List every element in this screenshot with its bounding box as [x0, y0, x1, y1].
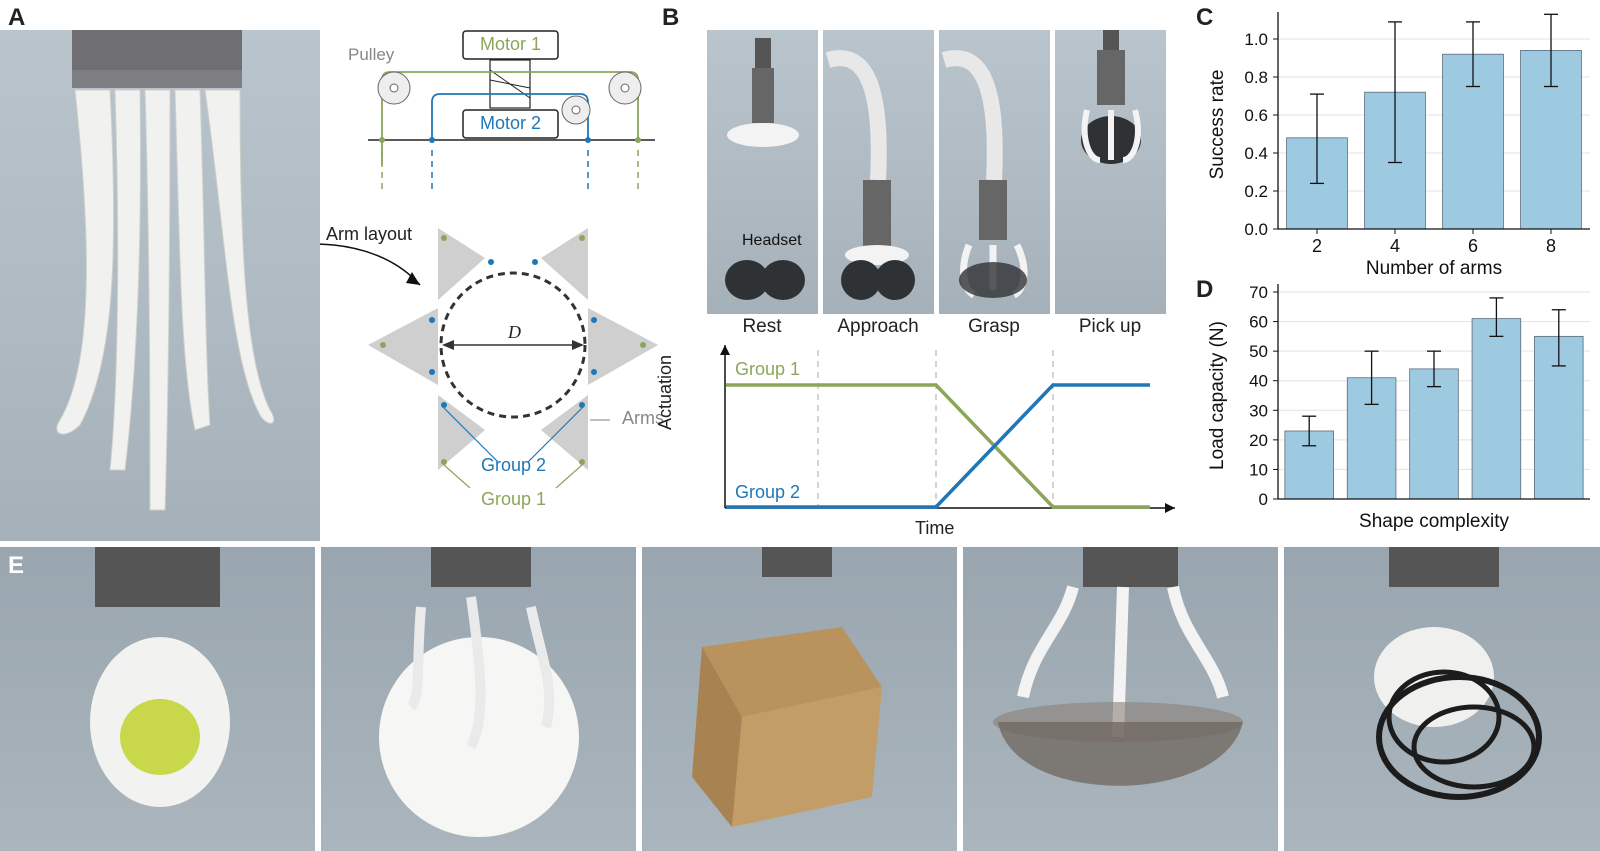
- y-tick-label: 1.0: [1244, 30, 1268, 49]
- motor2-label: Motor 2: [479, 113, 542, 133]
- y-tick-label: 0.8: [1244, 68, 1268, 87]
- y-tick-label: 70: [1249, 283, 1268, 302]
- motor1-label: Motor 1: [479, 34, 542, 54]
- y-tick-label: 30: [1249, 401, 1268, 420]
- motor2-box: [462, 109, 559, 139]
- panel-label-a: A: [8, 4, 26, 31]
- x-tick-label: 8: [1546, 236, 1556, 256]
- actuation-plot: [720, 345, 1175, 513]
- stage-photo-rest: [707, 30, 818, 314]
- group2-label-b: Group 2: [735, 482, 801, 502]
- x-axis-label: Shape complexity: [1359, 511, 1509, 532]
- arm-triangles: [368, 228, 658, 470]
- object-photo-sphere: [321, 547, 636, 851]
- stage-label-rest: Rest: [742, 316, 782, 337]
- group2-actuation-line: [726, 383, 1150, 509]
- y-tick-label: 0.6: [1244, 106, 1268, 125]
- y-tick-label: 0.2: [1244, 182, 1268, 201]
- arm-layout-label: Arm layout: [326, 224, 413, 244]
- panel-a-diagram: [320, 30, 658, 489]
- panel-label-d: D: [1196, 276, 1214, 303]
- y-tick-label: 40: [1249, 372, 1268, 391]
- object-photo-ball: [0, 547, 315, 851]
- y-tick-label: 0.4: [1244, 144, 1268, 163]
- group2-label-a: Group 2: [481, 455, 547, 475]
- gripper-photo: [0, 30, 320, 541]
- y-tick-label: 60: [1249, 313, 1268, 332]
- bar: [1471, 318, 1522, 500]
- headset-label: Headset: [742, 232, 802, 249]
- x-tick-label: 2: [1312, 236, 1322, 256]
- arms-label: Arms: [622, 408, 664, 428]
- object-photo-box: [642, 547, 957, 851]
- stage-photo-pickup: [1055, 30, 1166, 314]
- diameter-label: D: [508, 322, 521, 342]
- blue-tendon: [431, 93, 589, 140]
- stage-photo-grasp: [939, 30, 1050, 314]
- time-axis-label: Time: [915, 518, 955, 538]
- group1-label-a: Group 1: [481, 489, 547, 509]
- gripper-illustration: [56, 30, 275, 511]
- x-tick-label: 4: [1390, 236, 1400, 256]
- bar: [1409, 368, 1459, 500]
- x-axis-label: Number of arms: [1366, 258, 1502, 279]
- y-axis-label: Success rate: [1207, 70, 1228, 180]
- y-tick-label: 0: [1259, 490, 1268, 509]
- stage-label-grasp: Grasp: [968, 316, 1020, 337]
- stage-photo-approach: [823, 30, 934, 314]
- y-tick-label: 50: [1249, 342, 1268, 361]
- stage-label-approach: Approach: [837, 316, 919, 337]
- object-photo-cable: [1284, 547, 1600, 851]
- panel-label-e: E: [8, 552, 25, 579]
- stage-label-pickup: Pick up: [1078, 316, 1142, 337]
- panel-label-c: C: [1196, 4, 1214, 31]
- panel-label-b: B: [662, 4, 680, 31]
- object-photo-bowl: [963, 547, 1278, 851]
- y-tick-label: 20: [1249, 431, 1268, 450]
- y-tick-label: 0.0: [1244, 220, 1268, 239]
- diameter-circle: [439, 271, 587, 419]
- y-tick-label: 10: [1249, 460, 1268, 479]
- pulley-label: Pulley: [348, 45, 395, 64]
- motor1-box: [462, 30, 559, 60]
- x-tick-label: 6: [1468, 236, 1478, 256]
- y-axis-label: Load capacity (N): [1207, 321, 1228, 470]
- group1-label-b: Group 1: [735, 359, 801, 379]
- actuation-axis-label: Actuation: [655, 354, 675, 430]
